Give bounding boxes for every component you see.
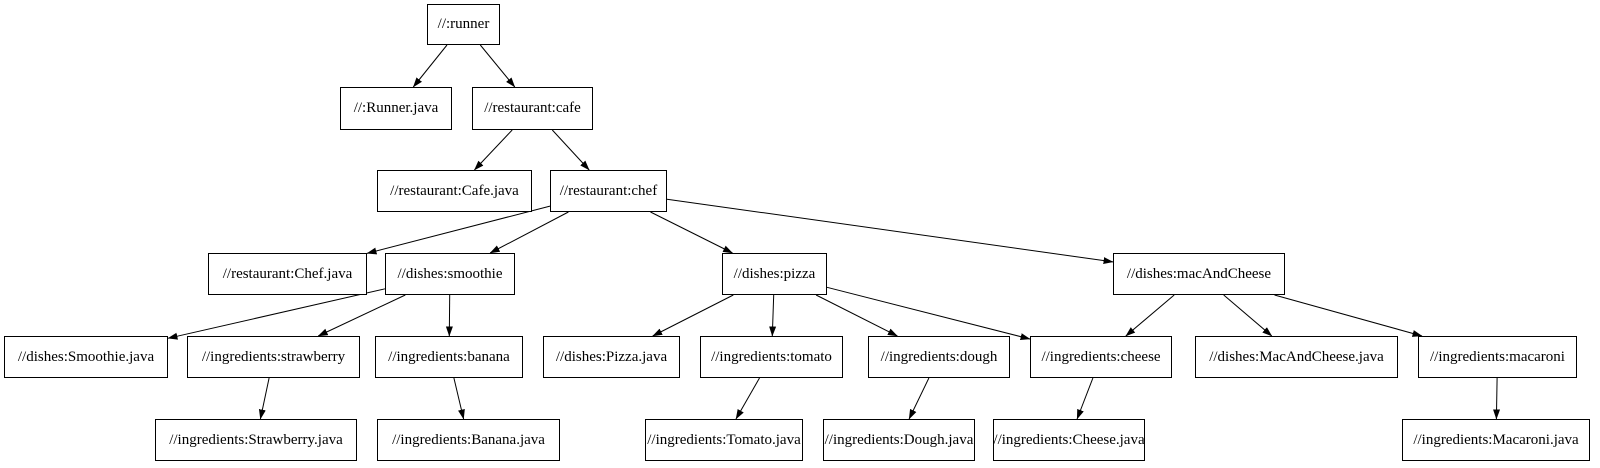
dependency-edge [735,377,760,420]
dependency-edge [769,294,777,337]
dependency-edge [366,205,551,255]
dependency-edge [826,286,1031,341]
dependency-edge [167,288,386,340]
dependency-edge [258,377,270,420]
node-file-chef-java: //restaurant:Chef.java [208,253,367,295]
node-file-smoothie-java: //dishes:Smoothie.java [4,336,168,378]
node-file-dough-java: //ingredients:Dough.java [823,419,975,461]
dependency-edge [1076,377,1094,420]
dependency-edge [317,294,406,337]
node-file-mac-and-cheese-java: //dishes:MacAndCheese.java [1195,336,1398,378]
node-target-pizza: //dishes:pizza [722,253,827,295]
dependency-edge [551,129,590,171]
node-target-mac-and-cheese: //dishes:macAndCheese [1113,253,1285,295]
node-target-macaroni: //ingredients:macaroni [1418,336,1577,378]
dependency-edge [1274,294,1423,337]
node-file-macaroni-java: //ingredients:Macaroni.java [1402,419,1590,461]
dependency-edge [1223,294,1273,337]
dependency-edge [650,211,733,254]
node-file-cafe-java: //restaurant:Cafe.java [377,170,532,212]
dependency-edge [1493,377,1501,420]
node-target-tomato: //ingredients:tomato [700,336,843,378]
dependency-edge [1125,294,1175,337]
node-file-strawberry-java: //ingredients:Strawberry.java [155,419,357,461]
node-target-chef: //restaurant:chef [550,170,667,212]
node-target-dough: //ingredients:dough [868,336,1010,378]
node-target-smoothie: //dishes:smoothie [385,253,515,295]
dependency-edge [815,294,898,337]
node-file-tomato-java: //ingredients:Tomato.java [645,419,803,461]
node-file-cheese-java: //ingredients:Cheese.java [993,419,1145,461]
node-file-pizza-java: //dishes:Pizza.java [543,336,680,378]
node-file-banana-java: //ingredients:Banana.java [377,419,560,461]
dependency-edge [479,44,516,88]
dependency-edge [453,377,465,420]
dependency-edge [474,129,513,171]
node-target-runner: //:runner [427,4,500,45]
dependency-edge [652,294,734,337]
node-target-cafe: //restaurant:cafe [472,87,593,130]
node-target-banana: //ingredients:banana [375,336,523,378]
dependency-edge [489,211,569,254]
node-file-runner-java: //:Runner.java [340,87,452,130]
dependency-edge [412,44,448,88]
node-target-cheese: //ingredients:cheese [1030,336,1172,378]
node-target-strawberry: //ingredients:strawberry [187,336,360,378]
dependency-edge [908,377,930,420]
